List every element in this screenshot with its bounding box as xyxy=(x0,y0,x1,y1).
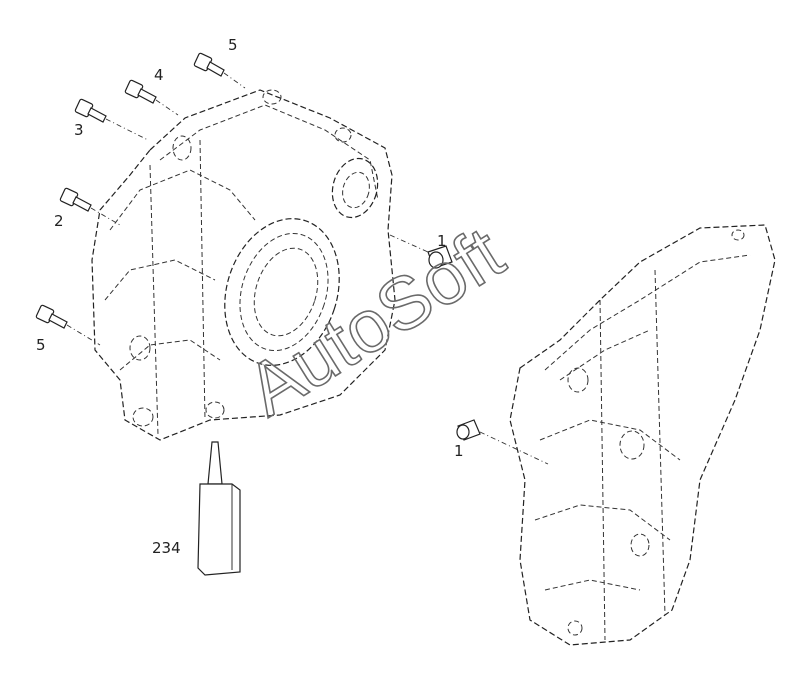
callout-4: 4 xyxy=(154,66,164,84)
bolt-4 xyxy=(124,79,179,116)
watermark: AutoSoft xyxy=(232,211,517,432)
callout-2: 2 xyxy=(54,212,64,230)
callout-1-cover: 1 xyxy=(454,442,464,460)
bolt-5-top xyxy=(193,52,246,89)
dowel-pin-cover xyxy=(456,419,549,465)
sealant-tube xyxy=(197,441,241,576)
callout-1-housing: 1 xyxy=(437,232,447,250)
callout-234: 234 xyxy=(152,539,181,557)
callout-5-top: 5 xyxy=(228,36,238,54)
dowel-pin-housing xyxy=(389,234,453,269)
flywheel-housing xyxy=(91,89,396,441)
callout-5-left: 5 xyxy=(36,336,46,354)
callout-3: 3 xyxy=(74,121,84,139)
bolt-5-left xyxy=(35,304,101,346)
bolt-2 xyxy=(59,187,121,226)
bolt-3 xyxy=(74,98,149,141)
timing-cover xyxy=(509,224,776,646)
